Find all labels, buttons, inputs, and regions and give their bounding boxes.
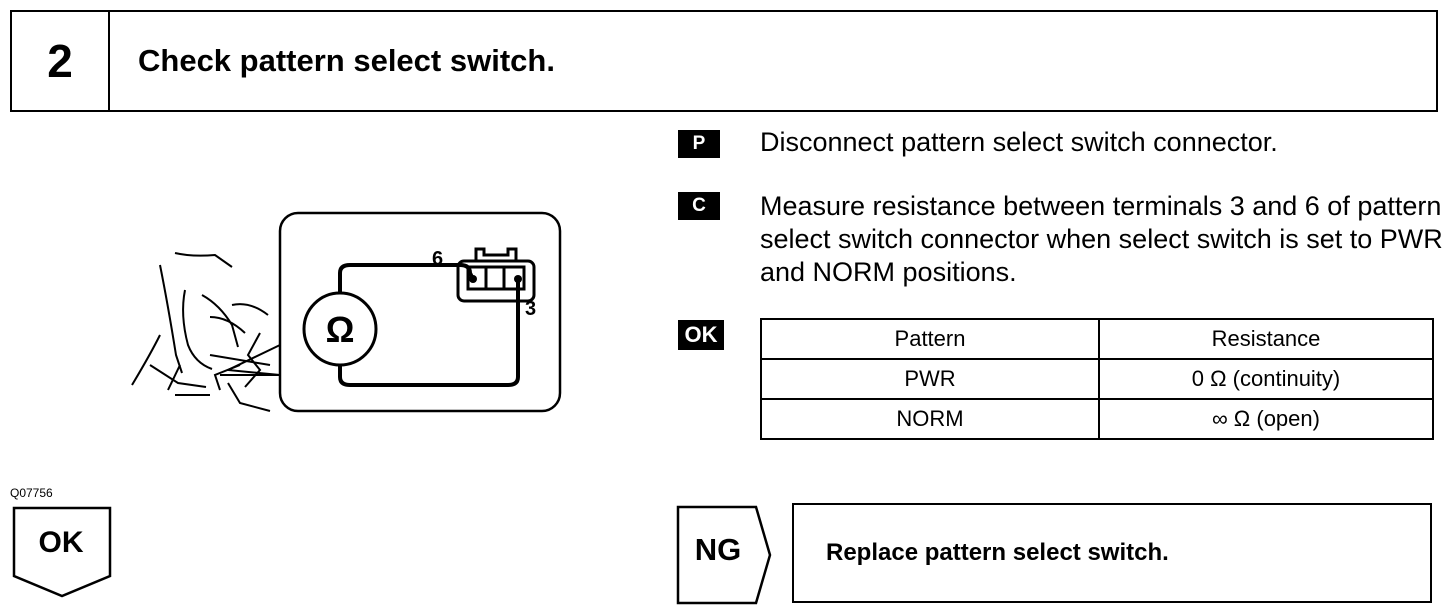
step-header: 2 Check pattern select switch. bbox=[10, 10, 1438, 112]
probe-wire-b bbox=[338, 281, 520, 387]
terminal-6-pin bbox=[469, 275, 477, 283]
column-header-pattern: Pattern bbox=[760, 318, 1100, 360]
table-row: NORM ∞ Ω (open) bbox=[760, 398, 1434, 440]
detail-callout-box bbox=[278, 211, 562, 413]
terminal-6-label: 6 bbox=[432, 248, 443, 270]
connector-icon bbox=[456, 247, 536, 303]
shift-lever-illustration bbox=[131, 252, 280, 412]
step-title: Check pattern select switch. bbox=[138, 43, 555, 78]
check-instruction: Measure resistance between terminals 3 a… bbox=[760, 191, 1443, 287]
table-cell: NORM bbox=[760, 398, 1100, 440]
repair-action-text: Replace pattern select switch. bbox=[826, 539, 1169, 566]
ng-result-label: NG bbox=[694, 532, 742, 567]
table-cell: ∞ Ω (open) bbox=[1098, 398, 1434, 440]
ohmmeter-icon bbox=[302, 291, 378, 367]
resistance-spec-table: Pattern Resistance PWR 0 Ω (continuity) … bbox=[760, 318, 1434, 440]
ok-criteria-tag: OK bbox=[678, 320, 724, 350]
ng-result-shape bbox=[676, 505, 772, 605]
table-row: PWR 0 Ω (continuity) bbox=[760, 358, 1434, 400]
ohmmeter-connector-diagram: Ω 6 3 bbox=[131, 211, 562, 413]
repair-action-box: Replace pattern select switch. bbox=[792, 503, 1432, 603]
table-cell: PWR bbox=[760, 358, 1100, 400]
table-cell: 0 Ω (continuity) bbox=[1098, 358, 1434, 400]
ok-result-label: OK bbox=[38, 526, 84, 559]
table-header-row: Pattern Resistance bbox=[760, 318, 1434, 360]
prepare-instruction: Disconnect pattern select switch connect… bbox=[760, 127, 1278, 157]
figure-code: Q07756 bbox=[10, 486, 53, 500]
terminal-3-label: 3 bbox=[525, 298, 536, 320]
prepare-tag: P bbox=[678, 130, 720, 158]
terminal-3-pin bbox=[514, 275, 522, 283]
step-number: 2 bbox=[12, 12, 110, 110]
check-tag: C bbox=[678, 192, 720, 220]
ok-result-shape bbox=[12, 506, 112, 598]
callout-pointer bbox=[224, 344, 281, 376]
column-header-resistance: Resistance bbox=[1098, 318, 1434, 360]
ohm-symbol: Ω bbox=[326, 309, 355, 350]
